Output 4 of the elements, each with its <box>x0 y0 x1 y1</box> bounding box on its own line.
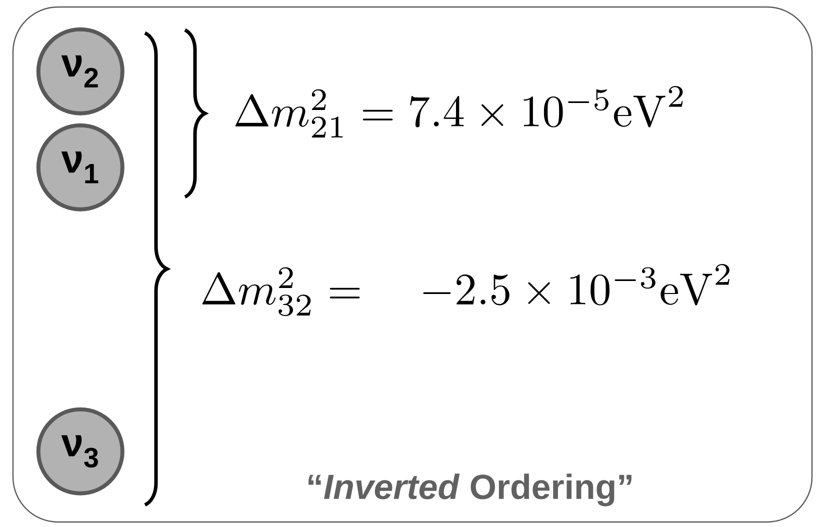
frame-box <box>12 6 813 523</box>
formula: $\Delta m^2_{32} = \quad -2.5 \times 10^{-3} \mathrm{eV}^2$ <box>202 264 730 316</box>
caption-text: “Inverted Ordering” <box>308 474 632 506</box>
formula: $\Delta m^2_{21} = 7.4 \times 10^{-5} \mathrm{eV}^2$ <box>235 86 683 138</box>
